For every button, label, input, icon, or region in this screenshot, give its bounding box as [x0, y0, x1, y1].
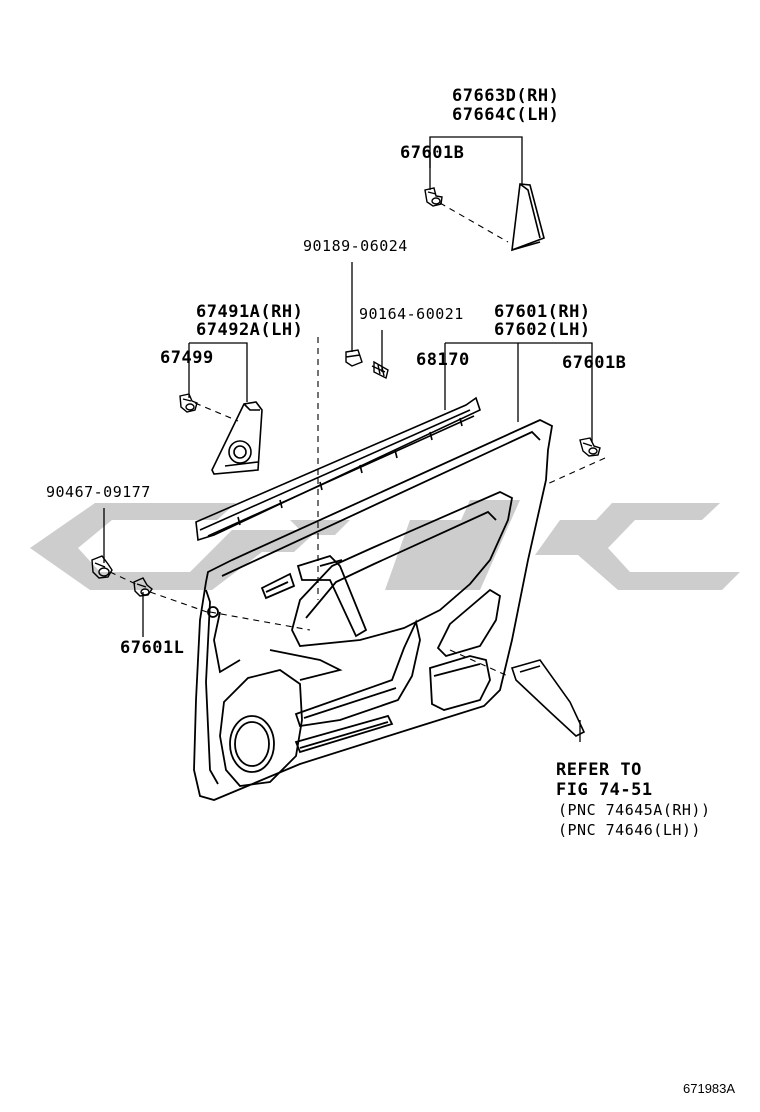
label-67492a-lh: 67492A(LH)	[196, 320, 304, 340]
reference-note: REFER TO FIG 74-51	[556, 760, 653, 800]
label-67601-rh: 67601(RH)	[494, 302, 591, 322]
reference-line-3: (PNC 74645A(RH))	[558, 801, 711, 819]
label-67601l: 67601L	[120, 638, 185, 658]
dashed-lines	[109, 202, 606, 677]
reference-line-1: REFER TO	[556, 760, 642, 780]
clip-67601b-right	[579, 437, 601, 457]
clip-67499	[179, 393, 198, 413]
label-67491a-rh: 67491A(RH)	[196, 302, 304, 322]
leader-lines	[103, 136, 593, 742]
reference-line-2: FIG 74-51	[556, 780, 653, 800]
label-68170: 68170	[416, 350, 470, 370]
screw-90164	[371, 360, 389, 380]
label-67601b-top: 67601B	[400, 143, 465, 163]
label-67601b-right: 67601B	[562, 353, 627, 373]
label-90189-06024: 90189-06024	[303, 237, 408, 255]
clip-67601b-top	[424, 187, 443, 207]
armrest-trim-piece	[510, 659, 586, 737]
mirror-garnish-67663d	[511, 183, 545, 252]
reference-pnc: (PNC 74645A(RH)) (PNC 74646(LH))	[558, 800, 711, 840]
speaker-garnish-67491a	[211, 401, 263, 475]
weatherstrip-68170	[195, 396, 481, 542]
clip-67601l	[133, 577, 153, 597]
reference-line-4: (PNC 74646(LH))	[558, 821, 701, 839]
watermark-logo	[30, 500, 740, 590]
label-90467-09177: 90467-09177	[46, 483, 151, 501]
label-67664c-lh: 67664C(LH)	[452, 105, 560, 125]
cap-90189	[345, 349, 363, 367]
door-trim-board	[193, 419, 553, 801]
label-67602-lh: 67602(LH)	[494, 320, 591, 340]
figure-id: 671983A	[683, 1081, 736, 1096]
label-67499: 67499	[160, 348, 214, 368]
linework	[91, 136, 606, 801]
label-67663d-rh: 67663D(RH)	[452, 86, 560, 106]
clip-90467	[91, 555, 113, 579]
label-90164-60021: 90164-60021	[359, 305, 464, 323]
